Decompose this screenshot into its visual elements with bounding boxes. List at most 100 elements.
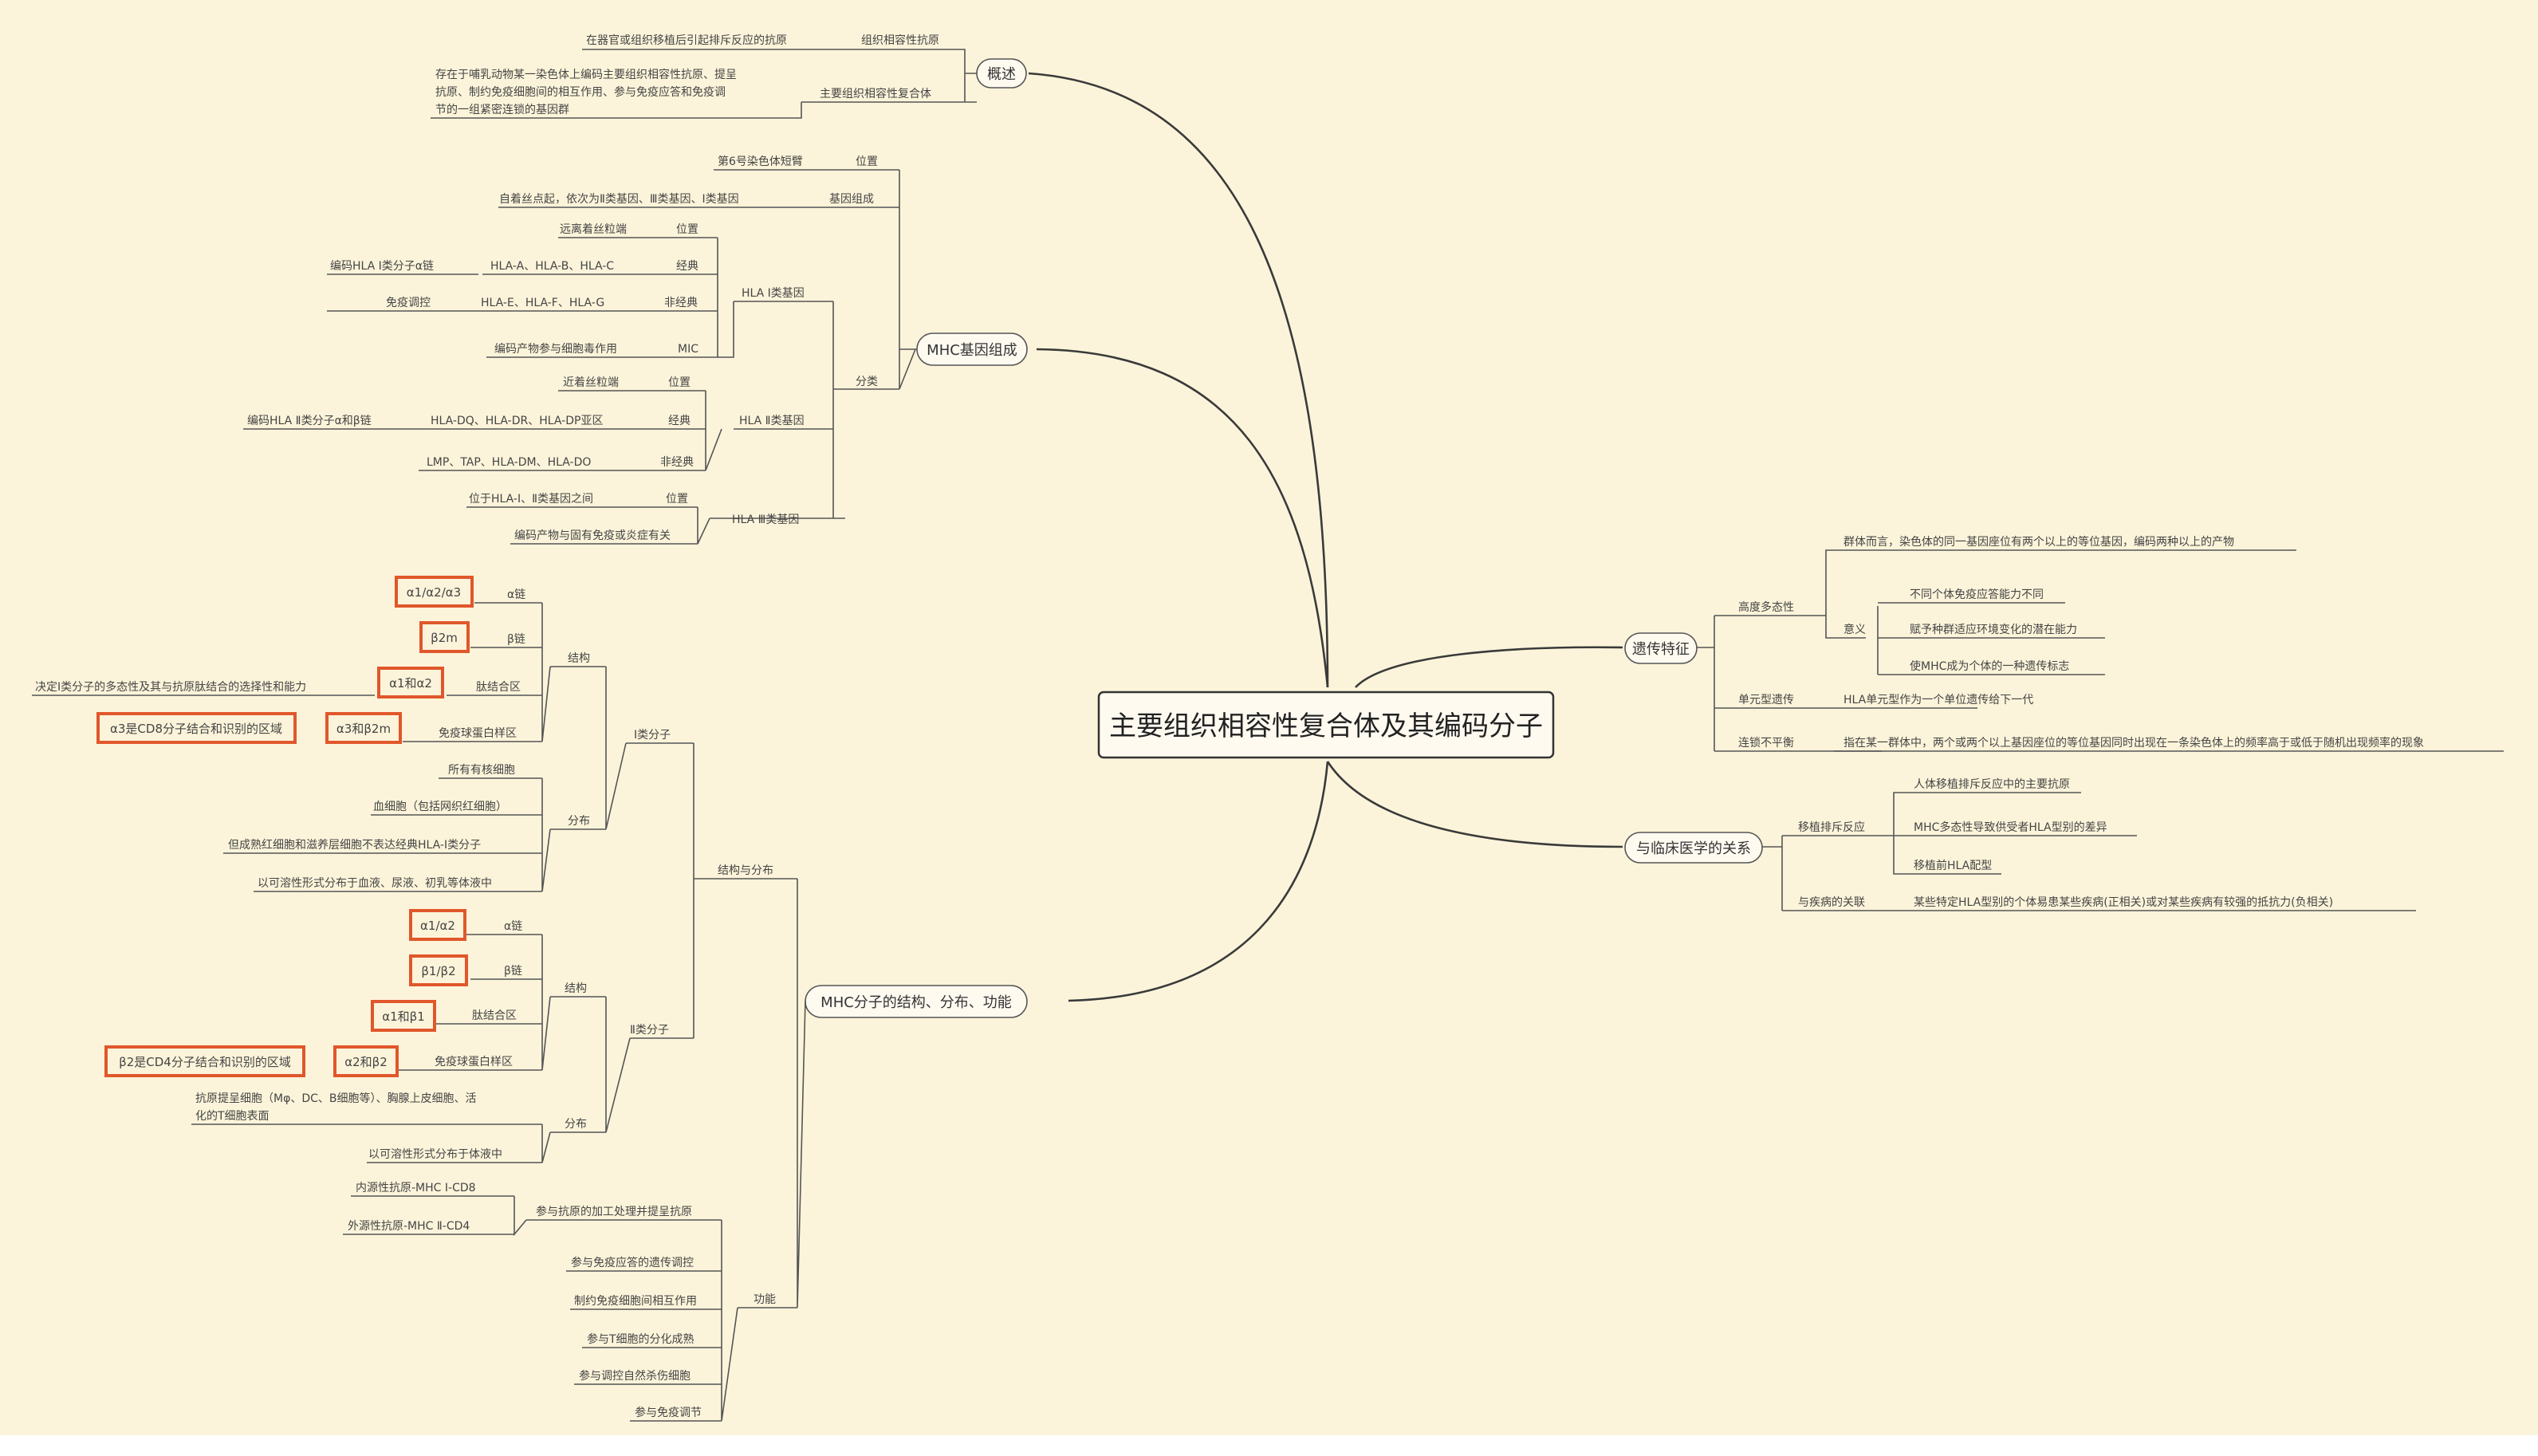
branch-overview: 概述 组织相容性抗原 在器官或组织移植后引起排斥反应的抗原 主要组织相容性复合体… bbox=[431, 33, 1027, 119]
branch-gene: MHC基因组成 位置 第6号染色体短臂 基因组成 自着丝点起，依次为Ⅱ类基因、Ⅲ… bbox=[243, 155, 1028, 545]
gene-tree-main bbox=[498, 169, 917, 390]
gene-node[interactable] bbox=[916, 333, 1028, 366]
clinical-label: 与临床医学的关系 bbox=[1636, 840, 1751, 857]
link-root-genetics bbox=[1355, 646, 1623, 688]
overview-n2-text-2: 抗原、制约免疫细胞间的相互作用、参与免疫应答和免疫调 bbox=[435, 85, 726, 99]
hla2-pos-label: 位置 bbox=[668, 376, 691, 389]
overview-n2-text-3: 节的一组紧密连锁的基因群 bbox=[435, 103, 569, 116]
dz-label: 与疾病的关联 bbox=[1798, 896, 1865, 909]
overview-n1-label: 组织相容性抗原 bbox=[861, 33, 939, 47]
hla2-classic-label: 经典 bbox=[668, 415, 691, 427]
meaning-1: 不同个体免疫应答能力不同 bbox=[1910, 588, 2044, 601]
m2-groove-label: 肽结合区 bbox=[472, 1009, 517, 1022]
m2-alpha-box-text: α1/α2 bbox=[420, 919, 455, 933]
genetics-node[interactable] bbox=[1624, 632, 1698, 664]
tx-1: 人体移植排斥反应中的主要抗原 bbox=[1914, 777, 2070, 791]
dz-text: 某些特定HLA型别的个体易患某些疾病(正相关)或对某些疾病有较强的抵抗力(负相关… bbox=[1914, 896, 2333, 909]
tx-2: MHC多态性导致供受者HLA型别的差异 bbox=[1914, 820, 2107, 834]
m2-split bbox=[550, 996, 631, 1133]
hla1-pos-text: 远离着丝粒端 bbox=[560, 222, 627, 236]
tx-3: 移植前HLA配型 bbox=[1914, 859, 1992, 872]
hla1-classic-label: 经典 bbox=[676, 260, 698, 273]
func-item-2: 制约免疫细胞间相互作用 bbox=[574, 1295, 697, 1308]
hla3-lines bbox=[466, 506, 710, 545]
overview-n2-label: 主要组织相容性复合体 bbox=[820, 87, 931, 100]
overview-node[interactable] bbox=[976, 58, 1027, 89]
hla2-nonclassic-label: 非经典 bbox=[660, 456, 694, 469]
m2-ig-box bbox=[333, 1045, 399, 1077]
func-present: 参与抗原的加工处理并提呈抗原 bbox=[536, 1205, 692, 1218]
m1-struct-label: 结构 bbox=[568, 652, 590, 665]
m2-groove-box-text: α1和β1 bbox=[382, 1009, 425, 1024]
hla3-func-text: 编码产物与固有免疫或炎症有关 bbox=[514, 529, 671, 542]
molecule-trunk bbox=[694, 878, 806, 1308]
hla3-pos-label: 位置 bbox=[666, 493, 688, 506]
m1-groove-label: 肽结合区 bbox=[476, 681, 521, 694]
hla1-classic-text: HLA-A、HLA-B、HLA-C bbox=[490, 260, 614, 273]
molecule-func-label: 功能 bbox=[754, 1293, 776, 1306]
hla2-label: HLA Ⅱ类基因 bbox=[739, 414, 805, 427]
m1-alpha-box bbox=[395, 576, 474, 608]
hla1-label: HLA Ⅰ类基因 bbox=[742, 286, 805, 300]
hla3-pos-text: 位于HLA-Ⅰ、Ⅱ类基因之间 bbox=[469, 492, 593, 506]
m1-split bbox=[550, 666, 627, 830]
haplo-text: HLA单元型作为一个单位遗传给下一代 bbox=[1843, 694, 2033, 706]
molecule-label: MHC分子的结构、分布、功能 bbox=[820, 994, 1012, 1011]
hla3-label: HLA Ⅲ类基因 bbox=[732, 513, 799, 526]
clinical-node[interactable] bbox=[1624, 832, 1763, 864]
m1-dist-2: 血细胞（包括网织红细胞） bbox=[373, 801, 507, 813]
m1-groove-box bbox=[377, 667, 444, 698]
func-lines bbox=[526, 1219, 738, 1422]
m2-ig-note: β2是CD4分子结合和识别的区域 bbox=[119, 1055, 291, 1069]
hla1-nonclassic-text: HLA-E、HLA-F、HLA-G bbox=[481, 297, 604, 309]
hla2-lines bbox=[243, 390, 722, 471]
link-root-clinical bbox=[1326, 761, 1623, 848]
func-present-2: 外源性抗原-MHC Ⅱ-CD4 bbox=[348, 1220, 470, 1233]
hla1-mic-label: MIC bbox=[678, 343, 698, 356]
m1-dist-3: 但成熟红细胞和滋养层细胞不表达经典HLA-Ⅰ类分子 bbox=[228, 839, 481, 852]
hla2-nonclassic-text: LMP、TAP、HLA-DM、HLA-DO bbox=[427, 456, 591, 469]
hla1-mic-text: 编码产物参与细胞毒作用 bbox=[494, 342, 617, 356]
m2-beta-label: β链 bbox=[504, 965, 522, 978]
branch-genetics: 遗传特征 高度多态性 群体而言，染色体的同一基因座位有两个以上的等位基因，编码两… bbox=[1624, 535, 2504, 752]
hla2-pos-text: 近着丝粒端 bbox=[563, 376, 619, 389]
m2-dist-1a: 抗原提呈细胞（Mφ、DC、B细胞等）、胸腺上皮细胞、活 bbox=[195, 1092, 476, 1105]
overview-n2-text-1: 存在于哺乳动物某一染色体上编码主要组织相容性抗原、提呈 bbox=[435, 68, 737, 81]
sd-split bbox=[626, 742, 695, 1039]
hla2-classic-text: HLA-DQ、HLA-DR、HLA-DP亚区 bbox=[431, 415, 603, 427]
m2-beta-box-text: β1/β2 bbox=[421, 964, 455, 978]
m1-ig-note-box bbox=[96, 712, 297, 744]
overview-n1-text: 在器官或组织移植后引起排斥反应的抗原 bbox=[586, 33, 787, 47]
genetics-lines bbox=[1697, 615, 1977, 752]
m2-struct-label: 结构 bbox=[565, 982, 587, 995]
m1-ig-label: 免疫球蛋白样区 bbox=[439, 727, 517, 740]
meaning-label: 意义 bbox=[1843, 623, 1866, 636]
func-item-5: 参与免疫调节 bbox=[635, 1406, 702, 1419]
root-node[interactable]: 主要组织相容性复合体及其编码分子 bbox=[1097, 691, 1555, 759]
root-title: 主要组织相容性复合体及其编码分子 bbox=[1109, 710, 1543, 742]
hla1-lines bbox=[327, 237, 734, 358]
m1-alpha-box-text: α1/α2/α3 bbox=[407, 585, 461, 600]
func-present-lines bbox=[343, 1195, 527, 1237]
hla1-pos-label: 位置 bbox=[676, 223, 698, 236]
poly-text: 群体而言，染色体的同一基因座位有两个以上的等位基因，编码两种以上的产物 bbox=[1843, 535, 2234, 549]
m1-dist-4: 以可溶性形式分布于血液、尿液、初乳等体液中 bbox=[258, 876, 492, 890]
link-root-gene bbox=[1036, 348, 1329, 688]
gene-label: MHC基因组成 bbox=[927, 342, 1017, 359]
m2-beta-box bbox=[409, 954, 468, 986]
m1-label: Ⅰ类分子 bbox=[634, 729, 671, 742]
clinical-lines bbox=[1762, 835, 2416, 911]
m2-dist-lines bbox=[191, 1123, 551, 1163]
bottom-strip bbox=[0, 1435, 2538, 1456]
link-root-molecule bbox=[1068, 761, 1329, 1002]
branch-clinical: 与临床医学的关系 移植排斥反应 人体移植排斥反应中的主要抗原 MHC多态性导致供… bbox=[1624, 777, 2416, 911]
m2-ig-label: 免疫球蛋白样区 bbox=[435, 1056, 513, 1068]
m1-ig-box bbox=[325, 712, 402, 744]
gene-class-split bbox=[710, 301, 845, 519]
m1-ig-note: α3是CD8分子结合和识别的区域 bbox=[110, 722, 282, 736]
poly-lines bbox=[1825, 549, 2296, 675]
ld-text: 指在某一群体中，两个或两个以上基因座位的等位基因同时出现在一条染色体上的频率高于… bbox=[1843, 736, 2424, 750]
m1-groove-box-text: α1和α2 bbox=[389, 676, 432, 691]
genetics-label: 遗传特征 bbox=[1632, 641, 1690, 658]
m2-dist-2: 以可溶性形式分布于体液中 bbox=[368, 1148, 502, 1161]
